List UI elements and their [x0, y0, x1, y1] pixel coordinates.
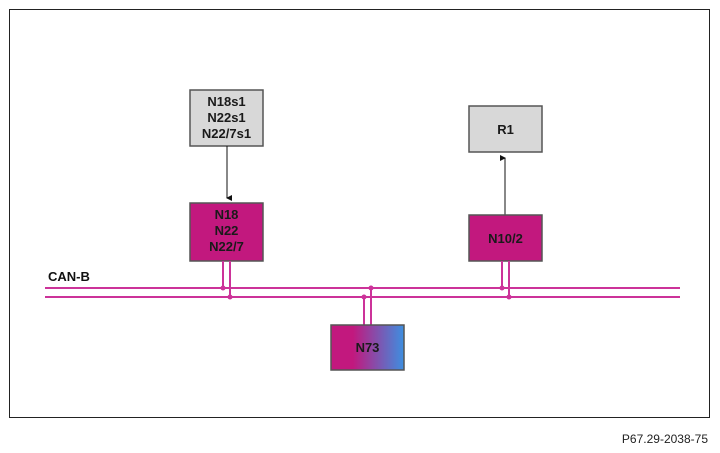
can-bus-label: CAN-B: [48, 269, 90, 284]
module-left-line-1: N18: [215, 207, 239, 222]
junction-dot: [499, 285, 505, 291]
junction-dot: [227, 294, 233, 300]
module-right-label: N10/2: [488, 231, 523, 246]
junction-dot: [368, 285, 374, 291]
gateway-label: N73: [356, 340, 380, 355]
switch-box: N18s1 N22s1 N22/7s1: [189, 89, 264, 147]
junction-dot: [220, 285, 226, 291]
switch-box-line-2: N22s1: [207, 110, 245, 125]
gateway-box: N73: [330, 324, 405, 371]
module-left-line-3: N22/7: [209, 239, 244, 254]
figure-code: P67.29-2038-75: [621, 432, 708, 446]
module-left: N18 N22 N22/7: [189, 202, 264, 262]
r1-box: R1: [468, 105, 543, 153]
module-left-line-2: N22: [215, 223, 239, 238]
r1-label: R1: [497, 122, 514, 137]
diagram-frame: [9, 9, 710, 418]
module-right: N10/2: [468, 214, 543, 262]
switch-box-line-3: N22/7s1: [202, 126, 251, 141]
junction-dot: [506, 294, 512, 300]
switch-box-line-1: N18s1: [207, 94, 245, 109]
junction-dot: [361, 294, 367, 300]
